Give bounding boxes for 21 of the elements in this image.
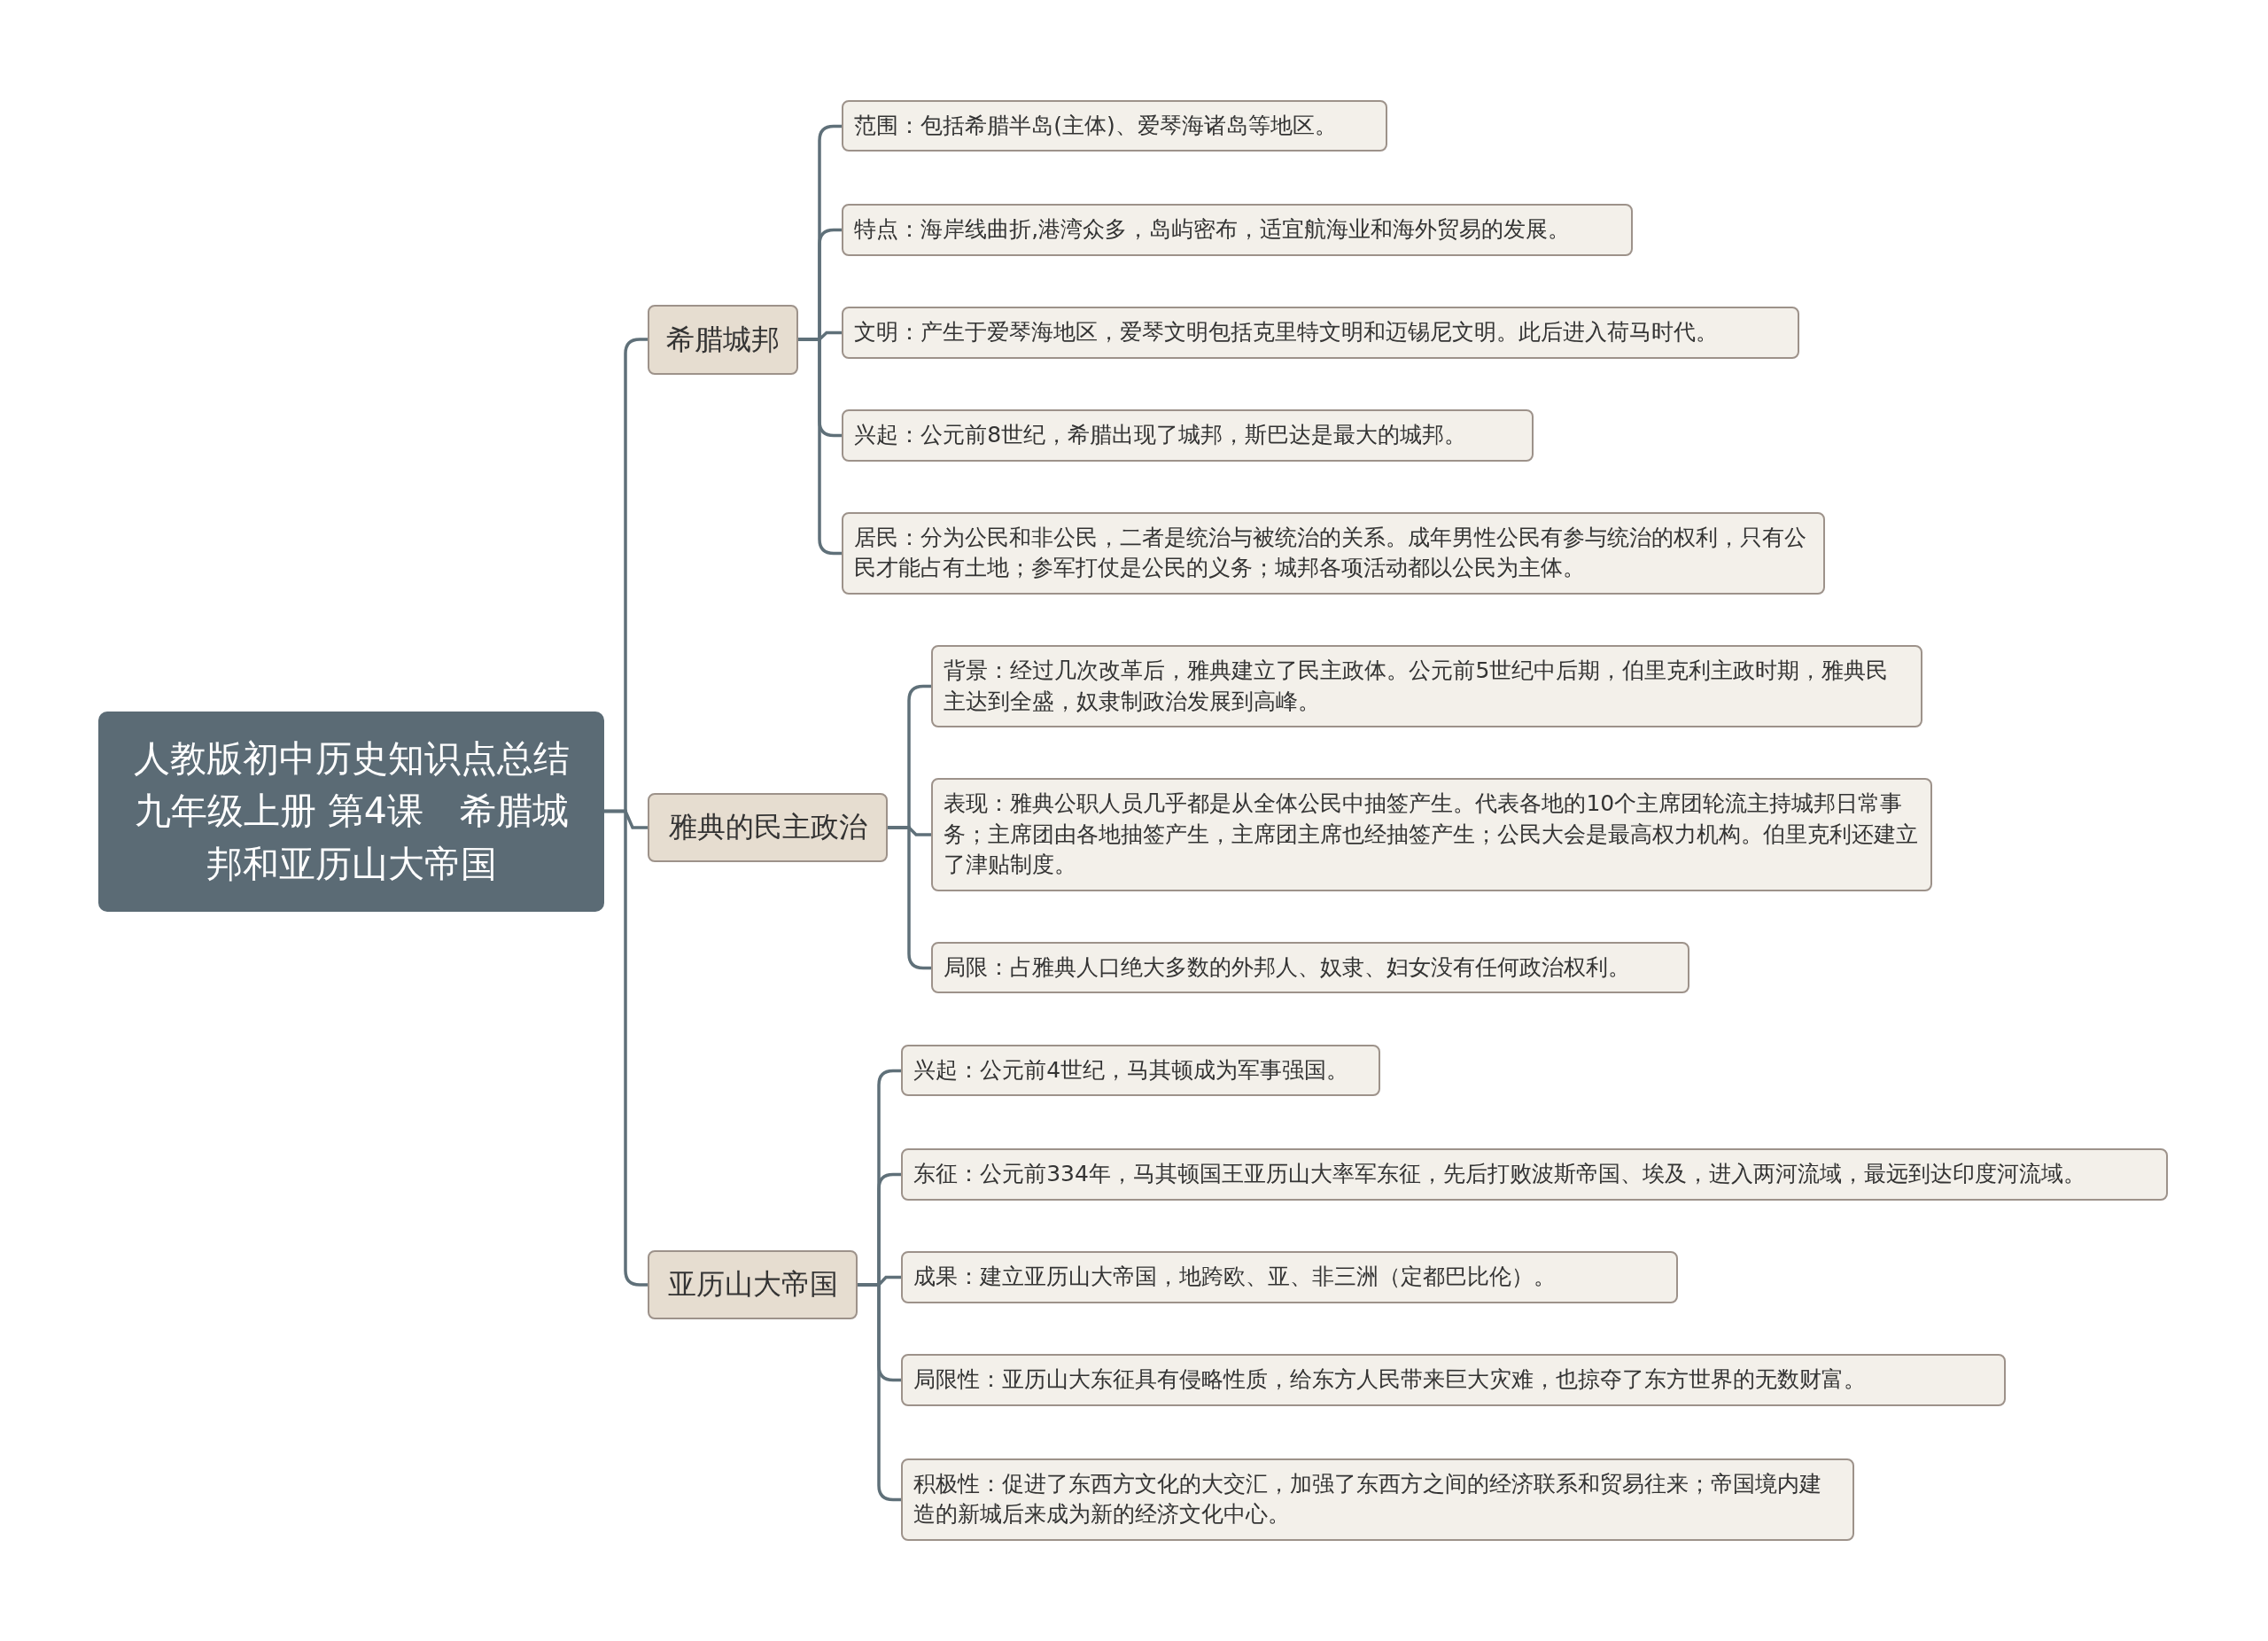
connector-line	[858, 1283, 901, 1502]
note-box: 范围：包括希腊半岛(主体)、爱琴海诸岛等地区。	[842, 99, 1387, 152]
connector-line	[604, 809, 648, 1287]
connector-line	[888, 826, 931, 970]
topic-box: 雅典的民主政治	[648, 792, 889, 863]
note-box: 表现：雅典公职人员几乎都是从全体公民中抽签产生。代表各地的10个主席团轮流主持城邦日常事务；主席团由各地抽签产生，主席团主席也经抽签产生；公民大会是最高权力机构。伯里克利还建立了津贴制度。	[931, 778, 1933, 891]
note-box: 积极性：促进了东西方文化的大交汇，加强了东西方之间的经济联系和贸易往来；帝国境内建造的新城后来成为新的经济文化中心。	[901, 1458, 1855, 1541]
note-box: 居民：分为公民和非公民，二者是统治与被统治的关系。成年男性公民有参与统治的权利，只有公民才能占有土地；参军打仗是公民的义务；城邦各项活动都以公民为主体。	[842, 511, 1826, 595]
note-box: 兴起：公元前8世纪，希腊出现了城邦，斯巴达是最大的城邦。	[842, 409, 1534, 462]
note-box: 东征：公元前334年，马其顿国王亚历山大率军东征，先后打败波斯帝国、埃及，进入两河流域，最远到达印度河流域。	[901, 1148, 2169, 1201]
note-box: 局限性：亚历山大东征具有侵略性质，给东方人民带来巨大灾难，也掠夺了东方世界的无数财富。	[901, 1354, 2007, 1406]
central-topic-box: 人教版初中历史知识点总结九年级上册 第4课 希腊城邦和亚历山大帝国	[98, 712, 605, 912]
note-box: 特点：海岸线曲折,港湾众多，岛屿密布，适宜航海业和海外贸易的发展。	[842, 204, 1634, 256]
note-box: 局限：占雅典人口绝大多数的外邦人、奴隶、妇女没有任何政治权利。	[931, 941, 1689, 994]
topic-box: 希腊城邦	[648, 305, 799, 375]
note-box: 兴起：公元前4世纪，马其顿成为军事强国。	[901, 1044, 1380, 1097]
connector-line	[798, 338, 842, 556]
topic-box: 亚历山大帝国	[648, 1249, 858, 1319]
note-box: 背景：经过几次改革后，雅典建立了民主政体。公元前5世纪中后期，伯里克利主政时期，雅典民主达到全盛，奴隶制政治发展到高峰。	[931, 645, 1922, 728]
note-box: 文明：产生于爱琴海地区，爱琴文明包括克里特文明和迈锡尼文明。此后进入荷马时代。	[842, 307, 1799, 359]
note-box: 成果：建立亚历山大帝国，地跨欧、亚、非三洲（定都巴比伦）。	[901, 1251, 1678, 1303]
